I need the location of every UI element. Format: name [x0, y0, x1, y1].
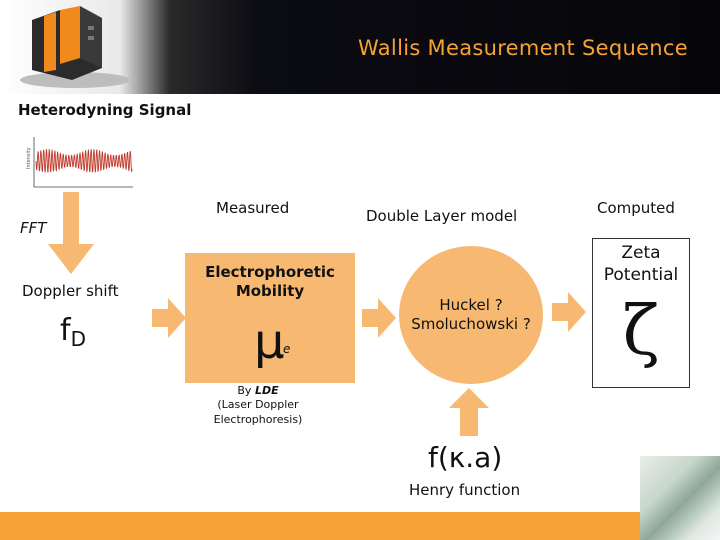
mu-subscript: e — [283, 342, 290, 357]
fft-label: FFT — [20, 219, 46, 238]
section-title: Heterodyning Signal — [18, 101, 191, 119]
svg-text:Intensity: Intensity — [26, 147, 32, 169]
instrument-image — [10, 0, 140, 90]
henry-function-label: Henry function — [409, 481, 520, 500]
doppler-shift-label: Doppler shift — [22, 282, 119, 301]
lde-by: By — [237, 384, 255, 397]
footer-bar — [0, 512, 720, 540]
fd-main: f — [60, 313, 71, 348]
lde-full: (Laser Doppler Electrophoresis) — [214, 398, 303, 425]
model-question: Huckel ? Smoluchowski ? — [399, 296, 543, 334]
measured-label: Measured — [216, 199, 289, 218]
fd-subscript: D — [71, 327, 86, 351]
arrow-right-icon — [552, 292, 586, 332]
lde-note: By LDE (Laser Doppler Electrophoresis) — [200, 384, 316, 427]
mobility-label: Electrophoretic Mobility — [185, 263, 355, 301]
arrow-right-icon — [152, 298, 186, 338]
signal-waveform: Intensity — [18, 135, 136, 191]
zeta-potential-label: Zeta Potential — [592, 242, 690, 286]
page-title: Wallis Measurement Sequence — [358, 36, 688, 60]
arrow-down-icon — [48, 192, 94, 274]
henry-function-symbol: f(κ.a) — [428, 440, 502, 475]
computed-label: Computed — [597, 199, 675, 218]
double-layer-model-label: Double Layer model — [366, 207, 517, 226]
mu-symbol: μ — [254, 318, 285, 366]
lde-abbr: LDE — [255, 384, 279, 397]
lab-vials-photo — [640, 456, 720, 540]
fd-symbol: fD — [60, 312, 86, 352]
arrow-up-icon — [449, 388, 489, 436]
zeta-symbol: ζ — [592, 298, 690, 366]
arrow-right-icon — [362, 298, 396, 338]
